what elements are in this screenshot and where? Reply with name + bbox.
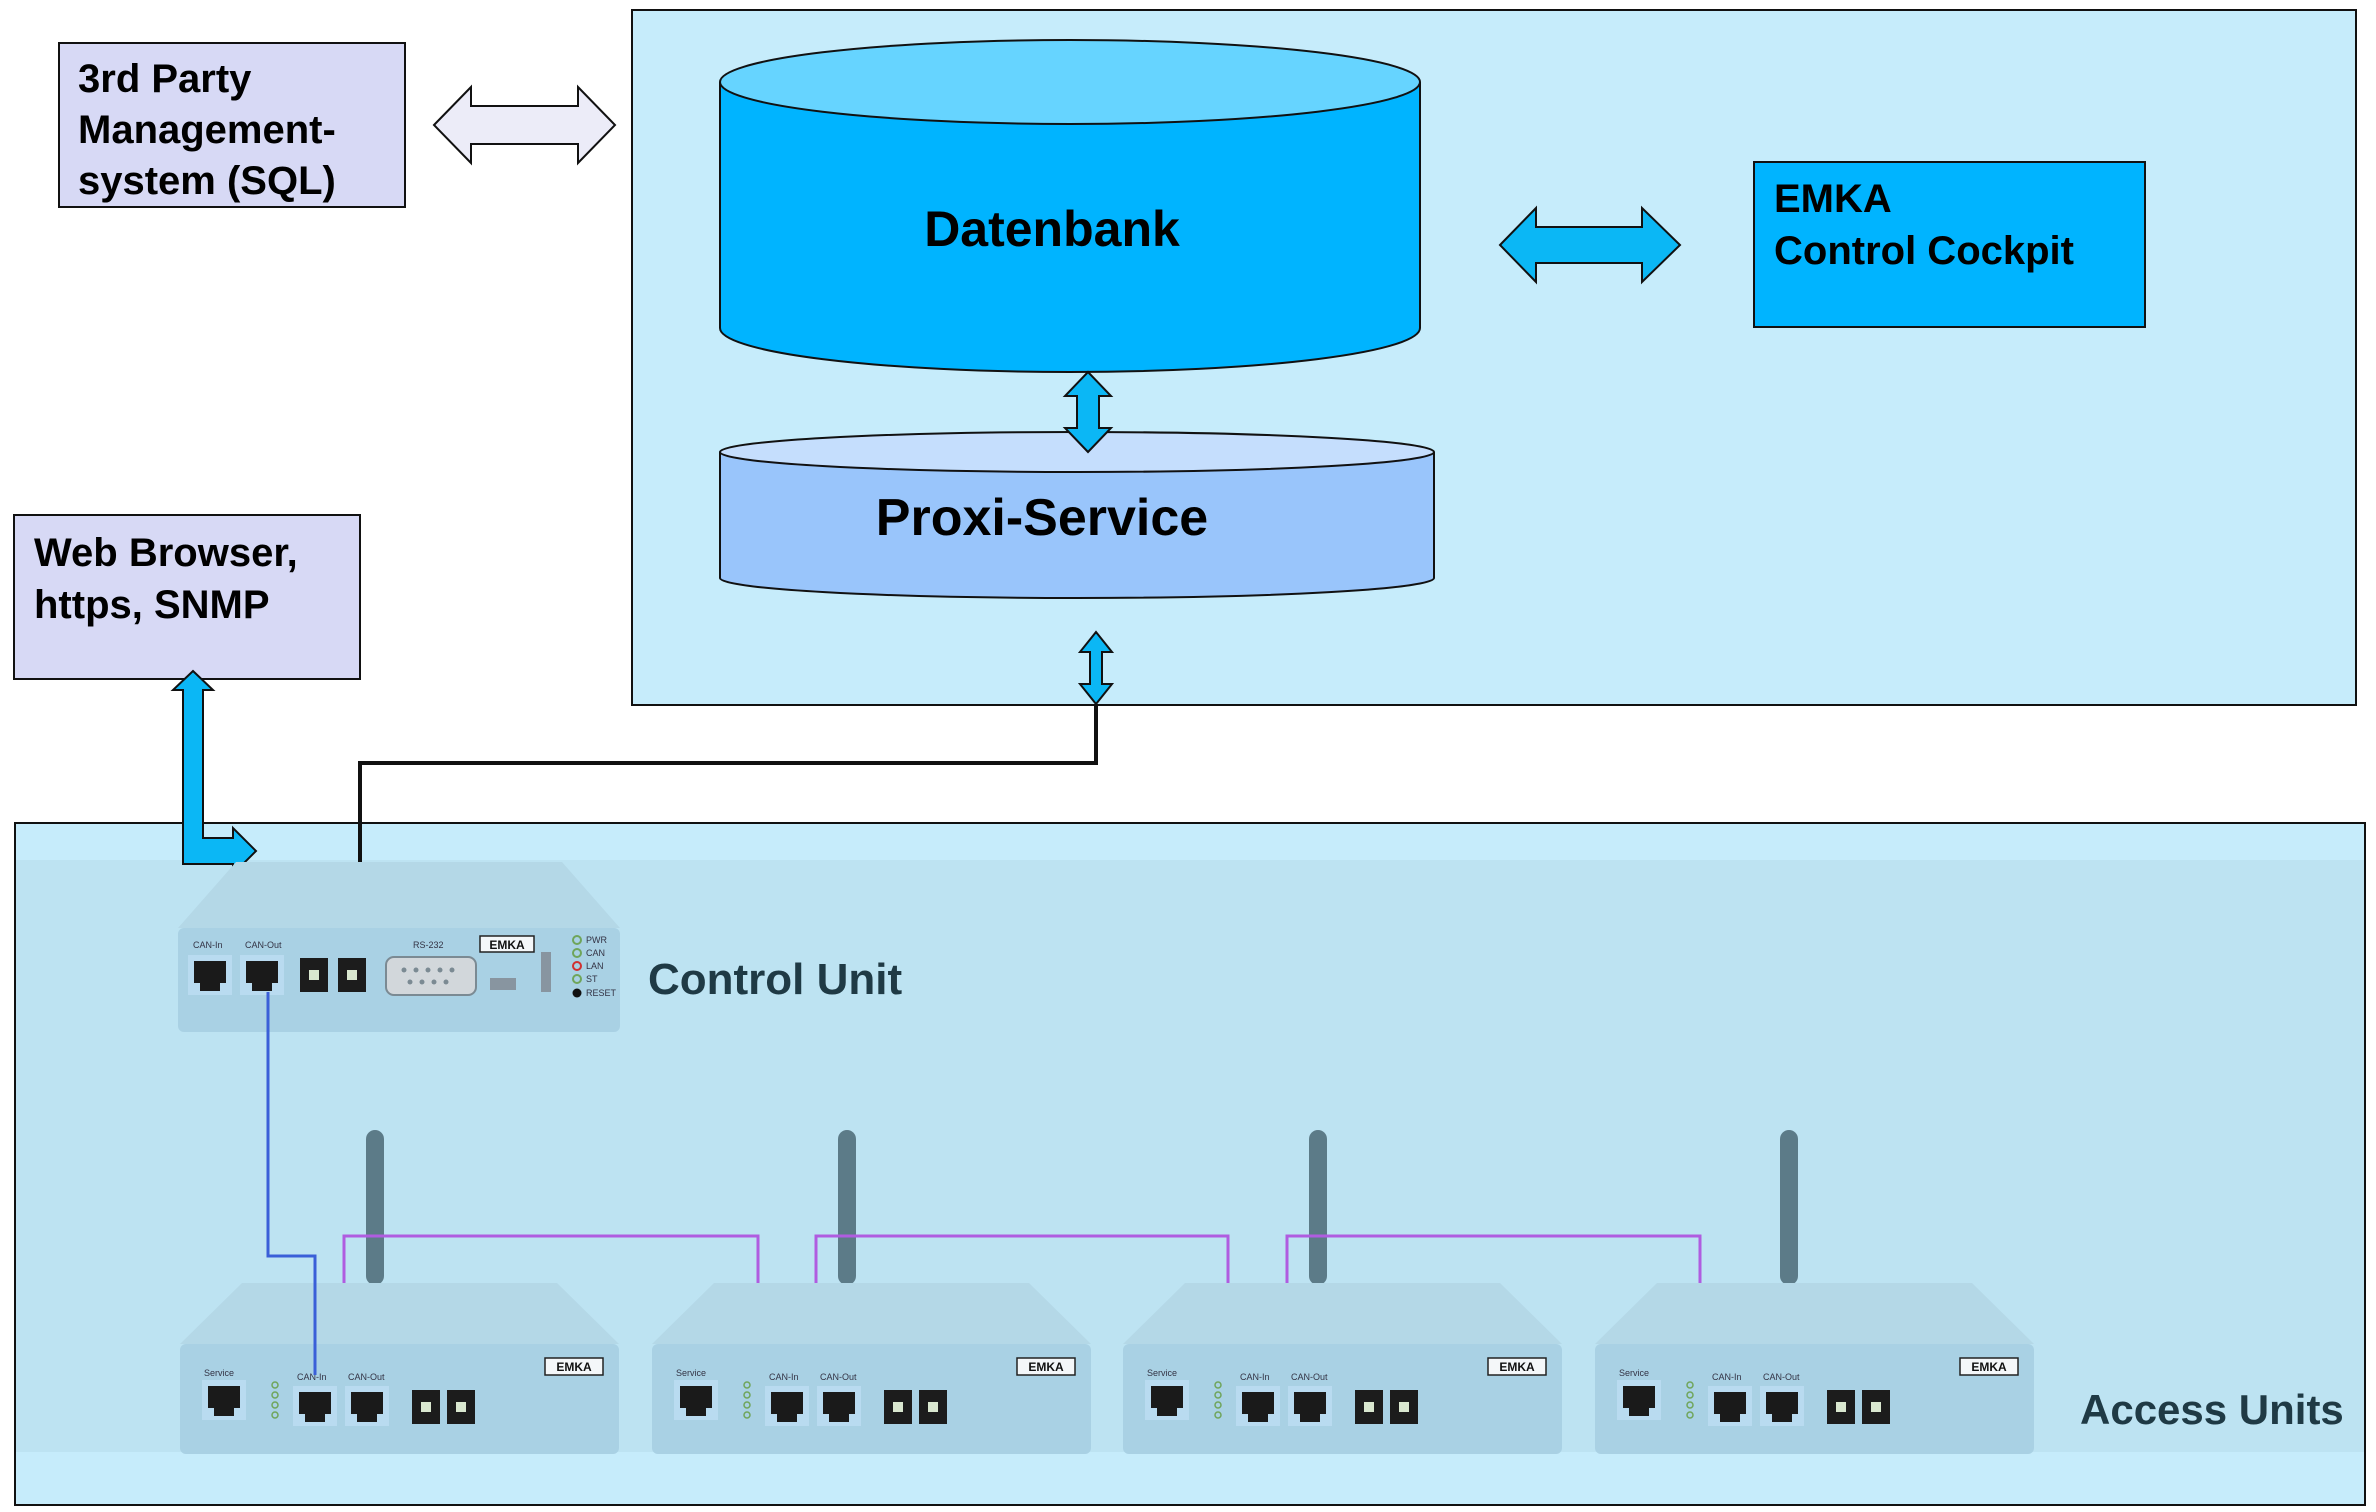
access-bus-link: [1285, 1234, 1702, 1283]
emka-cockpit-line-1: EMKA: [1774, 177, 1891, 221]
access-unit-brand: EMKA: [1959, 1357, 2019, 1376]
svg-text:CAN-Out: CAN-Out: [820, 1372, 857, 1382]
access-bus-link: [342, 1234, 760, 1283]
emka-cockpit-box: [1753, 161, 2146, 328]
database-label: Datenbank: [924, 201, 1180, 257]
svg-text:CAN-Out: CAN-Out: [348, 1372, 385, 1382]
svg-text:EMKA: EMKA: [1971, 1360, 2007, 1374]
antenna: [366, 1130, 384, 1285]
svg-text:RESET: RESET: [586, 988, 617, 998]
access-bus-link: [814, 1234, 1230, 1283]
web-browser-line-1: Web Browser,: [34, 531, 298, 575]
antenna: [1309, 1130, 1327, 1285]
svg-text:CAN-In: CAN-In: [193, 940, 223, 950]
antenna: [1780, 1130, 1798, 1285]
svg-text:CAN-Out: CAN-Out: [1291, 1372, 1328, 1382]
svg-text:3rd Party Management-: 3rd Party Management- system (SQL): [78, 57, 347, 203]
database-cylinder: Datenbank: [719, 39, 1421, 373]
access-units-group: Service CAN-In CAN-Out EMKA Service CAN-In CAN…: [180, 1283, 2034, 1454]
antenna: [838, 1130, 856, 1285]
access-unit-device: Service CAN-In CAN-Out EMKA: [1123, 1283, 1562, 1454]
svg-text:EMKA: EMKA: [556, 1360, 592, 1374]
third-party-box: [58, 42, 406, 208]
svg-text:EMKA: EMKA: [1499, 1360, 1535, 1374]
control-unit-brand: EMKA: [479, 935, 535, 953]
access-unit-brand: EMKA: [1487, 1357, 1547, 1376]
third-party-line-1: 3rd Party: [78, 57, 252, 101]
svg-text:EMKA: EMKA: [1028, 1360, 1064, 1374]
svg-text:Service: Service: [204, 1368, 234, 1378]
web-browser-line-2: https, SNMP: [34, 583, 270, 627]
proxy-service-cylinder: Proxi-Service: [719, 431, 1435, 599]
access-unit-device: Service CAN-In CAN-Out EMKA: [652, 1283, 1091, 1454]
svg-text:EMKA: EMKA: [489, 938, 525, 952]
access-units-label: Access Units: [2080, 1386, 2344, 1433]
svg-text:CAN-Out: CAN-Out: [245, 940, 282, 950]
svg-text:CAN-Out: CAN-Out: [1763, 1372, 1800, 1382]
db-proxy-arrow: [1062, 370, 1114, 454]
web-browser-box: [13, 514, 361, 680]
web-browser-arrow: [170, 669, 258, 877]
access-unit-device: Service CAN-In CAN-Out EMKA: [1595, 1283, 2034, 1454]
svg-text:EMKA Control Cockpit: EMKA Control Cockpit: [1774, 177, 2074, 273]
svg-text:PWR: PWR: [586, 935, 607, 945]
svg-text:Service: Service: [1147, 1368, 1177, 1378]
third-party-arrow: [432, 84, 617, 166]
svg-text:CAN-In: CAN-In: [769, 1372, 799, 1382]
third-party-line-2: Management-: [78, 108, 336, 152]
svg-text:CAN-In: CAN-In: [1240, 1372, 1270, 1382]
svg-text:Service: Service: [676, 1368, 706, 1378]
control-unit-device: CAN-In CAN-Out RS-232 EMKA PWR CAN LAN S…: [178, 862, 620, 1032]
svg-text:CAN-In: CAN-In: [297, 1372, 327, 1382]
svg-text:ST: ST: [586, 974, 598, 984]
emka-cockpit-line-2: Control Cockpit: [1774, 229, 2074, 273]
svg-text:Web Browser, https, SNMP: Web Browser, https, SNMP: [34, 531, 309, 627]
third-party-line-3: system (SQL): [78, 159, 336, 203]
access-unit-brand: EMKA: [1016, 1357, 1076, 1376]
can-link: [266, 992, 317, 1375]
svg-text:RS-232: RS-232: [413, 940, 444, 950]
proxy-service-label: Proxi-Service: [876, 489, 1208, 547]
svg-text:LAN: LAN: [586, 961, 604, 971]
access-unit-device: Service CAN-In CAN-Out EMKA: [180, 1283, 619, 1454]
db-cockpit-arrow: [1498, 205, 1682, 285]
svg-text:Service: Service: [1619, 1368, 1649, 1378]
control-unit-label: Control Unit: [648, 955, 903, 1004]
proxy-control-unit-link: [358, 704, 1098, 862]
svg-text:CAN: CAN: [586, 948, 605, 958]
svg-text:CAN-In: CAN-In: [1712, 1372, 1742, 1382]
access-unit-brand: EMKA: [544, 1357, 604, 1376]
